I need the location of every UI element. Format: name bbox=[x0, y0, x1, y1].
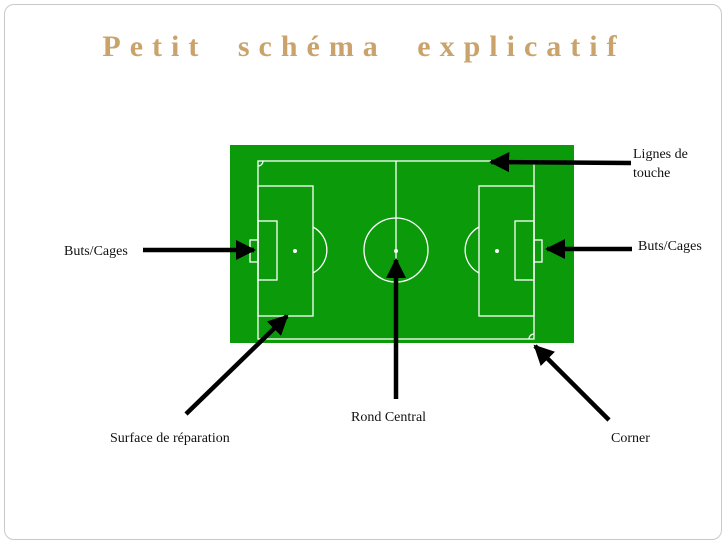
arrow-corner bbox=[533, 344, 611, 422]
label-lignes-de-touche-line-2: touche bbox=[633, 166, 671, 181]
label-buts-cages-right: Buts/Cages bbox=[638, 239, 702, 254]
slide-frame bbox=[4, 4, 722, 540]
centre-spot bbox=[394, 249, 398, 253]
label-rond-central: Rond Central bbox=[351, 410, 427, 425]
pitch-grass bbox=[230, 145, 574, 343]
label-surface-de-reparation: Surface de réparation bbox=[110, 431, 230, 446]
arrow-surface-de-reparation bbox=[184, 314, 289, 416]
penalty-arc-right bbox=[464, 226, 480, 274]
label-buts-cages-left: Buts/Cages bbox=[64, 244, 128, 259]
corner-arc-top-left bbox=[257, 160, 264, 167]
label-corner: Corner bbox=[611, 431, 650, 446]
penalty-spot-right bbox=[495, 249, 499, 253]
arrow-lignes-de-touche bbox=[488, 152, 632, 173]
label-lignes-de-touche-line-1: Lignes de bbox=[633, 147, 688, 162]
corner-arc-bottom-right bbox=[528, 333, 535, 340]
label-lignes-de-touche: Lignes de touche bbox=[633, 145, 688, 183]
penalty-spot-left bbox=[293, 249, 297, 253]
football-pitch bbox=[230, 145, 574, 343]
goal-right bbox=[533, 239, 543, 263]
penalty-arc-left bbox=[312, 226, 328, 274]
slide-title: Petit schéma explicatif bbox=[102, 30, 626, 63]
